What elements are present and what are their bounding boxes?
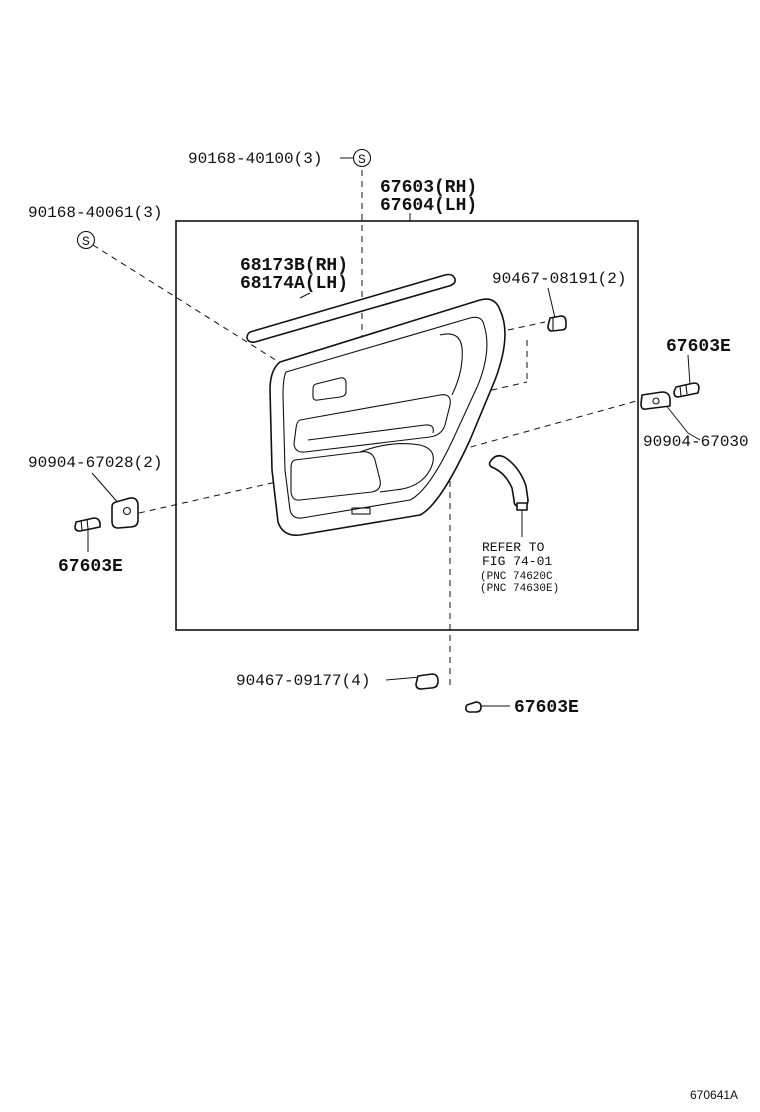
svg-text:FIG 74-01: FIG 74-01 — [482, 554, 552, 569]
label-bracket-right: 90904-67030 — [643, 433, 749, 451]
label-bracket-left-part: 67603E — [58, 557, 123, 577]
svg-text:S: S — [82, 234, 90, 249]
label-weatherstrip-rh: 68173B(RH) — [240, 256, 348, 276]
refer-to-note: REFER TO FIG 74-01 (PNC 74620C (PNC 7463… — [480, 540, 559, 595]
svg-text:(PNC 74620C: (PNC 74620C — [480, 571, 553, 583]
label-panel-rh: 67603(RH) — [380, 178, 477, 198]
door-belt-weatherstrip — [246, 273, 456, 343]
leader-lines — [87, 157, 701, 707]
clip-upper-right — [547, 315, 567, 332]
label-clip-lower: 90467-09177(4) — [236, 672, 370, 690]
label-weatherstrip-lh: 68174A(LH) — [240, 274, 348, 294]
s-symbol-upper-icon: S — [352, 148, 372, 168]
label-bracket-left: 90904-67028(2) — [28, 454, 162, 472]
svg-text:(PNC 74630E): (PNC 74630E) — [480, 583, 559, 595]
label-panel-lh: 67604(LH) — [380, 196, 477, 216]
label-screw-upper: 90168-40100(3) — [188, 150, 322, 168]
bracket-left — [74, 497, 139, 532]
clip-lower — [415, 673, 439, 690]
door-trim-panel — [269, 298, 506, 537]
assembly-frame — [175, 220, 639, 631]
svg-text:REFER TO: REFER TO — [482, 540, 545, 555]
svg-text:S: S — [358, 152, 366, 167]
label-bracket-right-part: 67603E — [666, 337, 731, 357]
fastener-lower — [465, 701, 482, 713]
label-screw-left: 90168-40061(3) — [28, 204, 162, 222]
s-symbol-left-icon: S — [76, 230, 96, 250]
cable-hose — [488, 454, 529, 511]
label-clip-upper-right: 90467-08191(2) — [492, 270, 626, 288]
label-lower-part: 67603E — [514, 698, 579, 718]
figure-id: 670641A — [690, 1088, 738, 1102]
bracket-right — [640, 382, 700, 410]
